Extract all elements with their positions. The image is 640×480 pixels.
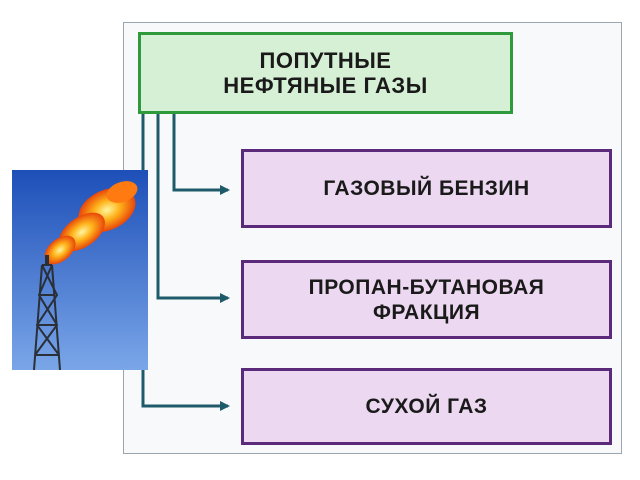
- flame-icon: [44, 181, 138, 265]
- connector-to-dry-gas: [141, 114, 230, 411]
- child-node-label: СУХОЙ ГАЗ: [365, 395, 488, 418]
- child-node-propane-butane-fraction: ПРОПАН-БУТАНОВАЯ ФРАКЦИЯ: [241, 260, 612, 339]
- child-node-label: ПРОПАН-БУТАНОВАЯ ФРАКЦИЯ: [308, 275, 545, 324]
- flare-stack-icon: [33, 255, 61, 370]
- connector-to-propane-butane: [156, 114, 230, 303]
- root-node-associated-petroleum-gases: ПОПУТНЫЕ НЕФТЯНЫЕ ГАЗЫ: [138, 32, 513, 114]
- root-node-label: ПОПУТНЫЕ НЕФТЯНЫЕ ГАЗЫ: [223, 48, 428, 98]
- child-node-gas-gasoline: ГАЗОВЫЙ БЕНЗИН: [241, 149, 612, 228]
- gas-flare-photo: [12, 170, 148, 370]
- child-node-label: ГАЗОВЫЙ БЕНЗИН: [323, 177, 530, 200]
- connector-to-gas-gasoline: [172, 114, 230, 195]
- child-node-dry-gas: СУХОЙ ГАЗ: [241, 368, 612, 445]
